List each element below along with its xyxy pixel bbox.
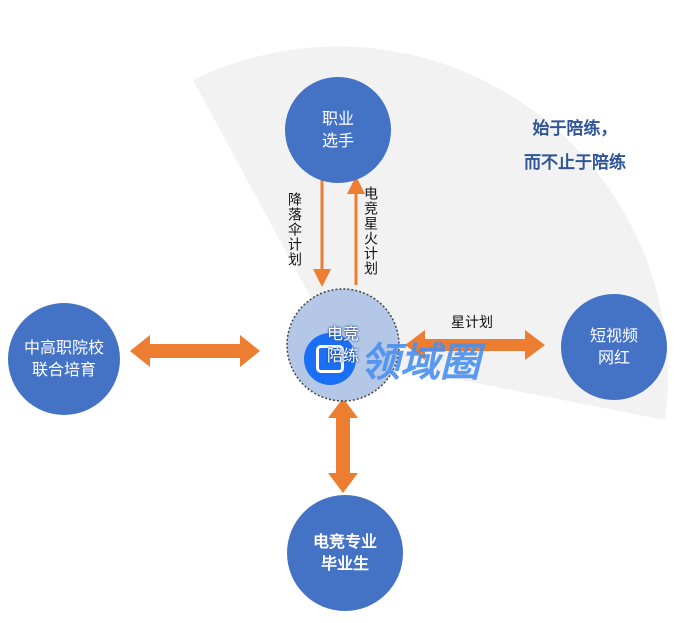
node-center-label: 电竞 陪练 [326, 324, 359, 365]
arrow-school-center [130, 335, 260, 367]
node-graduate-label: 电竞专业 毕业生 [312, 532, 377, 573]
node-graduate: 电竞专业 毕业生 [287, 495, 403, 611]
slogan-line-1: 始于陪练， [532, 119, 618, 139]
node-short-video: 短视频 网红 [561, 294, 667, 400]
node-school-label: 中高职院校 联合培育 [23, 338, 104, 379]
node-school: 中高职院校 联合培育 [8, 303, 120, 415]
watermark-logo-icon [304, 333, 356, 385]
watermark-text: 领域圈 [360, 340, 480, 386]
label-star-plan: 星计划 [451, 315, 493, 331]
node-pro-player-label: 职业 选手 [321, 109, 354, 150]
arrow-center-shortvideo [405, 330, 545, 360]
node-pro-player: 职业 选手 [285, 77, 391, 183]
slogan: 始于陪练， 而不止于陪练 [500, 112, 650, 180]
slogan-line-2: 而不止于陪练 [524, 153, 626, 173]
label-parachute-plan: 降落伞计划 [286, 192, 302, 267]
node-short-video-label: 短视频 网红 [589, 326, 638, 367]
watermark-logo: 领域圈 [304, 330, 480, 388]
node-center: 电竞 陪练 [287, 289, 399, 401]
arrow-center-graduate [328, 398, 358, 493]
label-spark-plan: 电竞星火计划 [362, 186, 378, 276]
